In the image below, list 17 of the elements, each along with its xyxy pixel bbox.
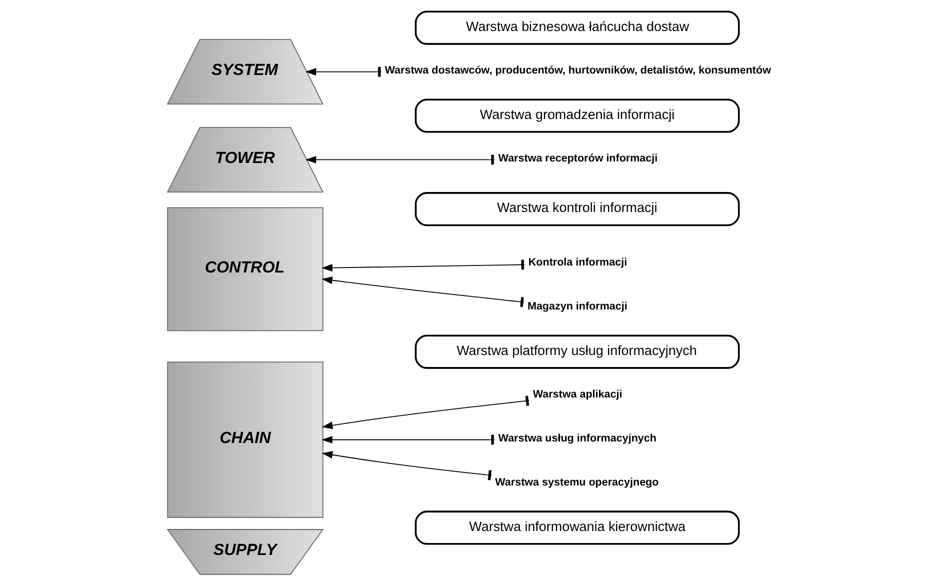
node-box: Warstwa informowania kierownictwa	[414, 510, 740, 545]
node-box: Warstwa kontroli informacji	[414, 192, 740, 226]
node-text: Warstwa aplikacji	[532, 388, 622, 401]
node-box: CONTROL	[166, 207, 323, 332]
node-box: Warstwa biznesowa łańcucha dostaw	[414, 10, 740, 45]
node-box: CHAIN	[166, 362, 323, 518]
node-text: Kontrola informacji	[528, 256, 627, 269]
node-text: Warstwa systemu operacyjnego	[494, 476, 658, 489]
node-text: Warstwa receptorów informacji	[498, 152, 658, 165]
arrow	[321, 451, 492, 480]
arrow	[321, 396, 529, 430]
node-text: Warstwa dostawców, producentów, hurtowników, detalistów, konsumentów	[384, 64, 770, 77]
node-box: Warstwa platformy usług informacyjnych	[414, 334, 740, 369]
arrow	[321, 276, 524, 308]
node-text: Warstwa usług informacyjnych	[498, 432, 656, 445]
node-box: Warstwa gromadzenia informacji	[414, 98, 740, 133]
node-text: Magazyn informacji	[526, 300, 627, 313]
